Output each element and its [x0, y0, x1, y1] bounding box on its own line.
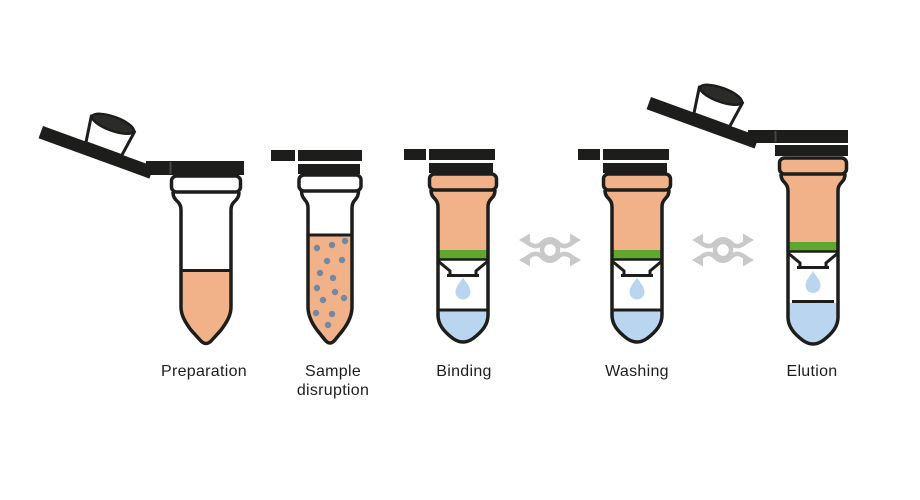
disrupted-particles — [312, 237, 349, 329]
step-label-binding: Binding — [436, 363, 492, 380]
closed-lid-icon — [404, 149, 495, 173]
washing-spin-column-illustration — [578, 149, 673, 344]
tube-body-outline — [299, 190, 361, 345]
lysate-in-column — [432, 185, 494, 252]
closed-lid-icon — [271, 150, 362, 174]
tube-body-outline — [779, 173, 847, 346]
column-outlet — [611, 259, 663, 277]
sample-liquid — [182, 271, 230, 342]
tube-rim — [777, 156, 849, 176]
falling-drop-icon — [455, 277, 471, 300]
closed-lid-icon — [578, 149, 669, 173]
buffer-in-column — [782, 169, 844, 244]
tube-body-outline — [171, 191, 241, 346]
tube-rim — [427, 172, 499, 192]
falling-drop-icon — [629, 277, 645, 300]
silica-membrane — [439, 250, 487, 259]
tube-rim — [297, 173, 363, 193]
tube-rim — [169, 174, 243, 194]
column-outlet — [437, 259, 489, 277]
open-lid-icon — [38, 112, 244, 179]
falling-drop-icon — [805, 271, 821, 293]
wash-liquid-in-column — [606, 185, 668, 252]
step-label-washing: Washing — [605, 363, 669, 380]
silica-membrane — [613, 250, 661, 259]
collected-flow-through — [613, 311, 661, 341]
step-label-sample-disruption: Sample disruption — [296, 363, 370, 399]
open-lid-icon — [646, 83, 848, 156]
tube-rim — [601, 172, 673, 192]
step-label-elution: Elution — [786, 363, 838, 380]
column-outlet — [787, 251, 839, 269]
binding-spin-column-illustration — [404, 149, 499, 344]
preparation-tube-illustration — [38, 112, 244, 346]
eluate-liquid — [789, 303, 837, 343]
tube-body-outline — [429, 189, 497, 344]
tube-body-outline — [603, 189, 671, 344]
step-label-preparation: Preparation — [160, 363, 248, 380]
silica-membrane — [789, 242, 837, 251]
sample-disruption-tube-illustration — [271, 150, 363, 345]
elution-spin-column-illustration — [646, 83, 849, 346]
collected-flow-through — [439, 311, 487, 341]
vortex-arrows-icon — [519, 233, 581, 267]
vortex-arrows-icon — [692, 233, 754, 267]
